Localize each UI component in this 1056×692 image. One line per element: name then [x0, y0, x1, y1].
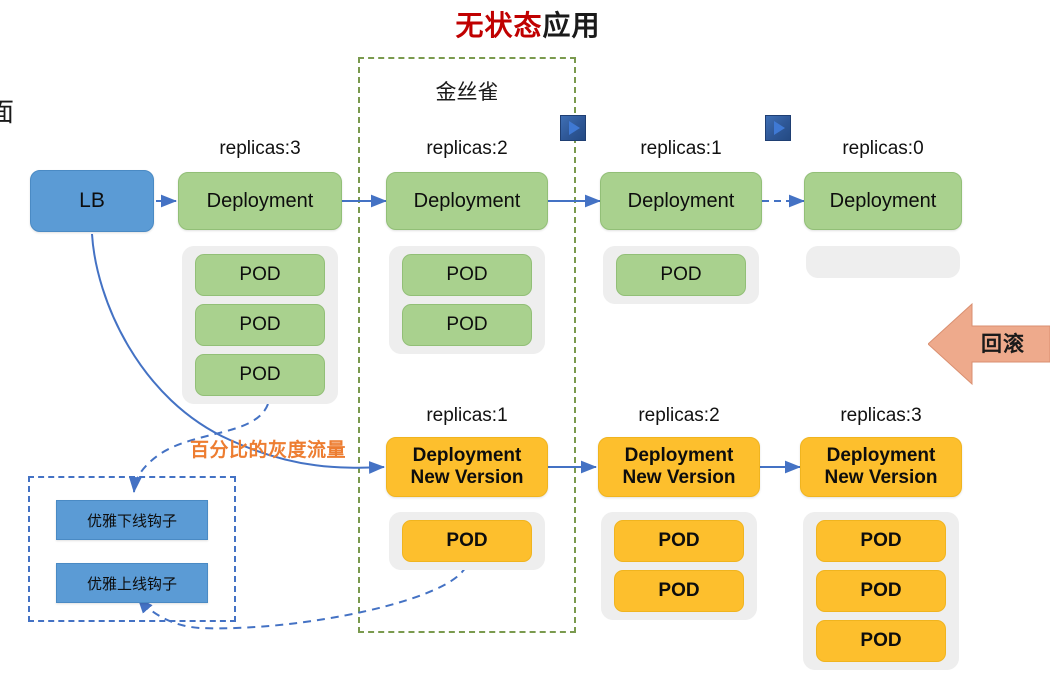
play-triangle — [774, 121, 785, 135]
hook-label: 优雅下线钩子 — [86, 512, 177, 530]
deployment-node[interactable]: Deployment — [804, 172, 962, 230]
pod-node[interactable]: POD — [402, 254, 532, 296]
replicas-caption: replicas:1 — [426, 405, 508, 426]
pod-group: POD — [603, 246, 759, 304]
pod-group: POD — [389, 512, 545, 570]
deployment-label-line1: Deployment — [624, 445, 734, 467]
pod-node[interactable]: POD — [402, 304, 532, 346]
deployment-node[interactable]: Deployment — [386, 172, 548, 230]
page-title-red: 无状态 — [455, 10, 543, 41]
page-title-black: 应用 — [542, 10, 601, 41]
pod-group: POD POD — [601, 512, 757, 620]
pod-group: POD POD — [389, 246, 545, 354]
replicas-caption: replicas:1 — [640, 138, 722, 159]
deployment-label: Deployment — [829, 189, 937, 212]
replicas-caption: replicas:3 — [219, 138, 301, 159]
deployment-node[interactable]: Deployment — [178, 172, 342, 230]
pod-group: POD POD POD — [182, 246, 338, 404]
pod-group-empty — [806, 246, 960, 278]
pod-node[interactable]: POD — [816, 570, 946, 612]
page-title: 无状态应用 — [0, 4, 1056, 44]
pod-node[interactable]: POD — [195, 304, 325, 346]
pod-node[interactable]: POD — [816, 620, 946, 662]
pod-node[interactable]: POD — [614, 520, 744, 562]
deployment-node[interactable]: Deployment — [600, 172, 762, 230]
replicas-caption: replicas:0 — [842, 138, 924, 159]
deployment-new-version-node[interactable]: Deployment New Version — [598, 437, 760, 497]
deployment-label: Deployment — [627, 189, 735, 212]
graceful-shutdown-hook[interactable]: 优雅下线钩子 — [56, 500, 208, 540]
load-balancer-label: LB — [79, 189, 105, 212]
pod-node[interactable]: POD — [614, 570, 744, 612]
traffic-split-label: 百分比的灰度流量 — [190, 440, 347, 461]
pod-node[interactable]: POD — [816, 520, 946, 562]
pod-node[interactable]: POD — [402, 520, 532, 562]
replicas-caption: replicas:2 — [426, 138, 508, 159]
deployment-label-line1: Deployment — [412, 445, 522, 467]
pod-node[interactable]: POD — [195, 254, 325, 296]
deployment-label-line1: Deployment — [826, 445, 936, 467]
pod-node[interactable]: POD — [616, 254, 746, 296]
pod-node[interactable]: POD — [195, 354, 325, 396]
deployment-label-line2: New Version — [824, 467, 938, 488]
deployment-label-line2: New Version — [410, 467, 524, 488]
graceful-startup-hook[interactable]: 优雅上线钩子 — [56, 563, 208, 603]
play-icon[interactable] — [560, 115, 586, 141]
deployment-label: Deployment — [206, 189, 314, 212]
play-triangle — [569, 121, 580, 135]
load-balancer-node[interactable]: LB — [30, 170, 154, 232]
rollback-label: 回滚 — [981, 333, 1025, 356]
deployment-label: Deployment — [413, 189, 521, 212]
deployment-new-version-node[interactable]: Deployment New Version — [800, 437, 962, 497]
edge-cutoff-glyph: 面 — [0, 98, 15, 127]
hooks-region-box — [28, 476, 236, 622]
play-icon[interactable] — [765, 115, 791, 141]
replicas-caption: replicas:2 — [638, 405, 720, 426]
rollback-arrow[interactable]: 回滚 — [927, 300, 1051, 388]
hook-label: 优雅上线钩子 — [86, 575, 177, 593]
canary-region-label: 金丝雀 — [435, 81, 499, 104]
deployment-label-line2: New Version — [622, 467, 736, 488]
deployment-new-version-node[interactable]: Deployment New Version — [386, 437, 548, 497]
pod-group: POD POD POD — [803, 512, 959, 670]
replicas-caption: replicas:3 — [840, 405, 922, 426]
canary-region-box — [358, 57, 576, 633]
